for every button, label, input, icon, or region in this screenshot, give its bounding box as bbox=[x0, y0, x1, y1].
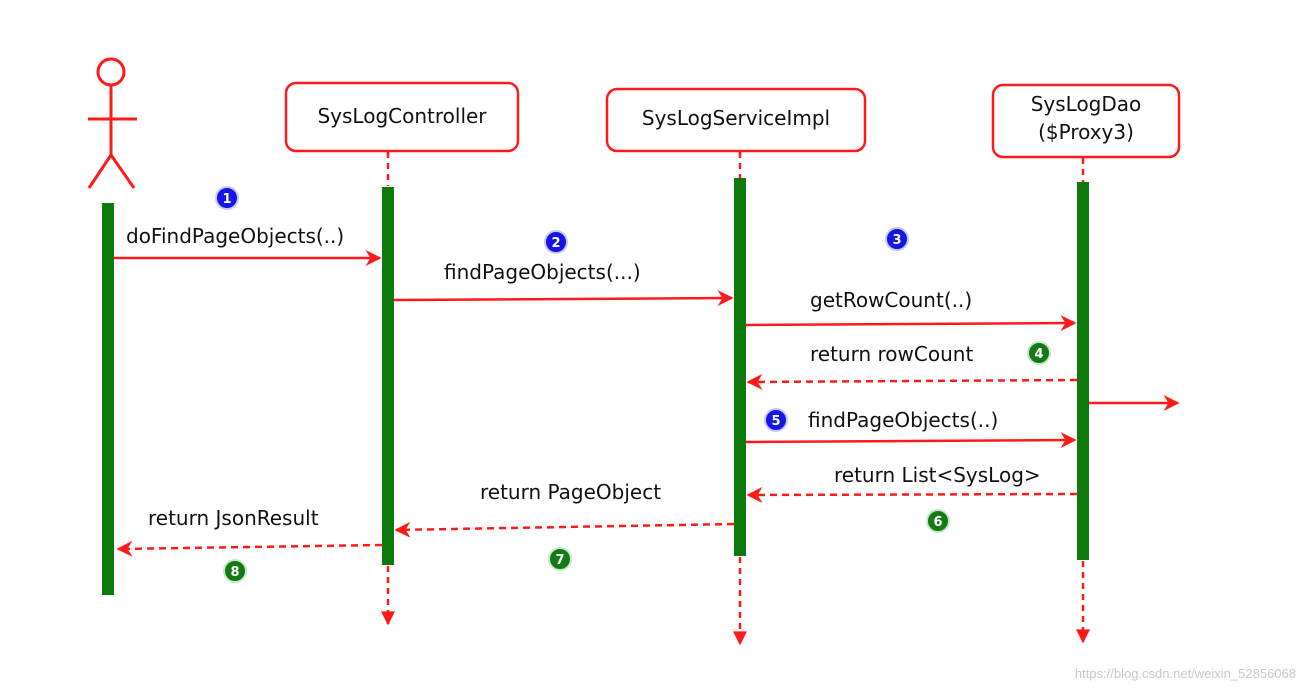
message-7-label: return PageObject bbox=[480, 480, 661, 504]
message-4-label: return rowCount bbox=[810, 342, 973, 366]
message-4: return rowCount 4 bbox=[746, 341, 1078, 390]
message-3-arrow bbox=[745, 315, 1077, 332]
svg-text:7: 7 bbox=[555, 553, 564, 568]
participant-label-controller: SysLogController bbox=[317, 104, 487, 128]
participant-label-dao-line1: SysLogDao bbox=[1031, 92, 1142, 116]
step-2-badge: 2 bbox=[544, 230, 568, 254]
svg-text:4: 4 bbox=[1034, 347, 1043, 362]
message-7-arrow bbox=[394, 521, 735, 538]
step-5-badge: 5 bbox=[764, 408, 788, 432]
activation-bar-controller bbox=[382, 187, 394, 565]
svg-text:5: 5 bbox=[771, 414, 780, 429]
message-8-arrow bbox=[116, 540, 383, 557]
message-6: return List<SysLog> 6 bbox=[746, 463, 1078, 533]
svg-text:1: 1 bbox=[222, 192, 231, 207]
step-1-badge: 1 bbox=[215, 186, 239, 210]
message-5-arrow bbox=[745, 432, 1077, 449]
message-1-label: doFindPageObjects(..) bbox=[126, 224, 344, 248]
participant-syslogcontroller: SysLogController bbox=[284, 81, 520, 153]
message-6-arrow bbox=[746, 486, 1078, 503]
step-6-badge: 6 bbox=[926, 509, 950, 533]
activation-bar-service bbox=[734, 178, 746, 556]
message-3: getRowCount(..) 3 bbox=[745, 227, 1077, 332]
message-5: findPageObjects(..) 5 bbox=[745, 408, 1077, 449]
svg-text:6: 6 bbox=[933, 515, 942, 530]
step-7-badge: 7 bbox=[548, 547, 572, 571]
message-2-arrow bbox=[393, 290, 734, 307]
message-1: doFindPageObjects(..) 1 bbox=[114, 186, 382, 266]
activation-bar-dao bbox=[1077, 182, 1089, 560]
message-6-label: return List<SysLog> bbox=[834, 463, 1041, 487]
message-3-label: getRowCount(..) bbox=[810, 288, 972, 312]
message-7: return PageObject 7 bbox=[394, 480, 735, 571]
svg-text:3: 3 bbox=[892, 233, 901, 248]
message-2-label: findPageObjects(...) bbox=[444, 260, 641, 284]
message-8: return JsonResult 8 bbox=[116, 506, 383, 583]
activation-bar-actor bbox=[102, 203, 114, 595]
actor-user-icon bbox=[87, 57, 137, 189]
svg-text:8: 8 bbox=[230, 565, 239, 580]
watermark-text: https://blog.csdn.net/weixin_52856068 bbox=[1075, 666, 1296, 681]
message-2: findPageObjects(...) 2 bbox=[393, 230, 734, 307]
participant-label-service: SysLogServiceImpl bbox=[642, 106, 830, 130]
participant-label-dao-line2: ($Proxy3) bbox=[1038, 120, 1134, 144]
message-5-label: findPageObjects(..) bbox=[808, 408, 998, 432]
svg-text:2: 2 bbox=[551, 236, 560, 251]
step-8-badge: 8 bbox=[223, 559, 247, 583]
message-8-label: return JsonResult bbox=[148, 506, 319, 530]
participant-syslogdao: SysLogDao ($Proxy3) bbox=[991, 83, 1181, 159]
participant-syslogserviceimpl: SysLogServiceImpl bbox=[605, 87, 867, 153]
step-4-badge: 4 bbox=[1027, 341, 1051, 365]
message-4-arrow bbox=[746, 373, 1078, 390]
step-3-badge: 3 bbox=[885, 227, 909, 251]
